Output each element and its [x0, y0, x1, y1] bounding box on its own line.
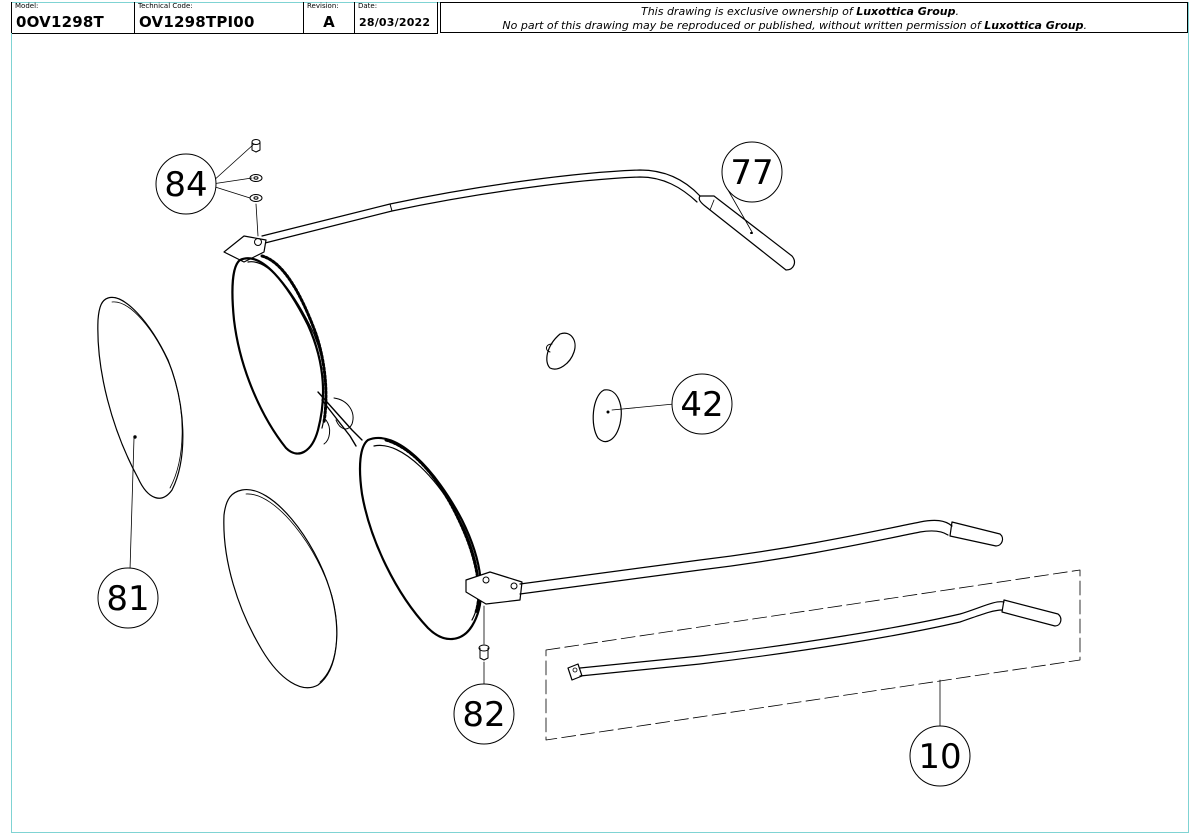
revision-value: A [323, 13, 335, 31]
svg-text:77: 77 [730, 153, 773, 193]
model-value: 0OV1298T [16, 13, 104, 31]
upper-temple [261, 169, 701, 237]
leader-lines [129, 143, 941, 729]
left-rim [231, 257, 325, 455]
spare-temple-box [545, 569, 1081, 741]
left-lens [97, 296, 184, 499]
lower-temple-tip [949, 521, 1004, 547]
right-rim [358, 437, 483, 641]
svg-text:42: 42 [680, 385, 723, 425]
notice-line-1: This drawing is exclusive ownership of L… [640, 5, 959, 18]
date-label: Date: [358, 2, 378, 10]
model-label: Model: [15, 2, 39, 10]
callout-77: 77 [721, 141, 783, 203]
nose-pad-lower [592, 389, 622, 443]
upper-temple-tip [698, 195, 796, 271]
lower-temple [519, 519, 953, 585]
notice-line-2: No part of this drawing may be reproduce… [502, 19, 1087, 32]
ownership-notice: This drawing is exclusive ownership of L… [440, 2, 1188, 33]
svg-text:82: 82 [462, 695, 505, 735]
date-value: 28/03/2022 [359, 16, 431, 29]
callout-82: 82 [453, 683, 515, 745]
screw-set [249, 139, 263, 202]
bridge [317, 391, 363, 447]
callout-42: 42 [671, 373, 733, 435]
revision-label: Revision: [307, 2, 339, 10]
nose-pad-upper [546, 332, 576, 370]
spare-temple [579, 601, 1005, 669]
callout-10: 10 [909, 725, 971, 787]
technical-code-value: OV1298TPI00 [139, 13, 255, 31]
right-lens [223, 489, 338, 689]
callout-81: 81 [97, 567, 159, 629]
svg-text:84: 84 [164, 165, 207, 205]
svg-text:10: 10 [918, 737, 961, 777]
date-cell: Date: 28/03/2022 [354, 2, 438, 33]
technical-code-label: Technical Code: [138, 2, 193, 10]
callout-84: 84 [155, 153, 217, 215]
title-block: Model: 0OV1298T Technical Code: OV1298TP… [11, 2, 438, 34]
svg-text:81: 81 [106, 579, 149, 619]
lower-hinge [465, 571, 523, 605]
bottom-screw [478, 644, 490, 661]
